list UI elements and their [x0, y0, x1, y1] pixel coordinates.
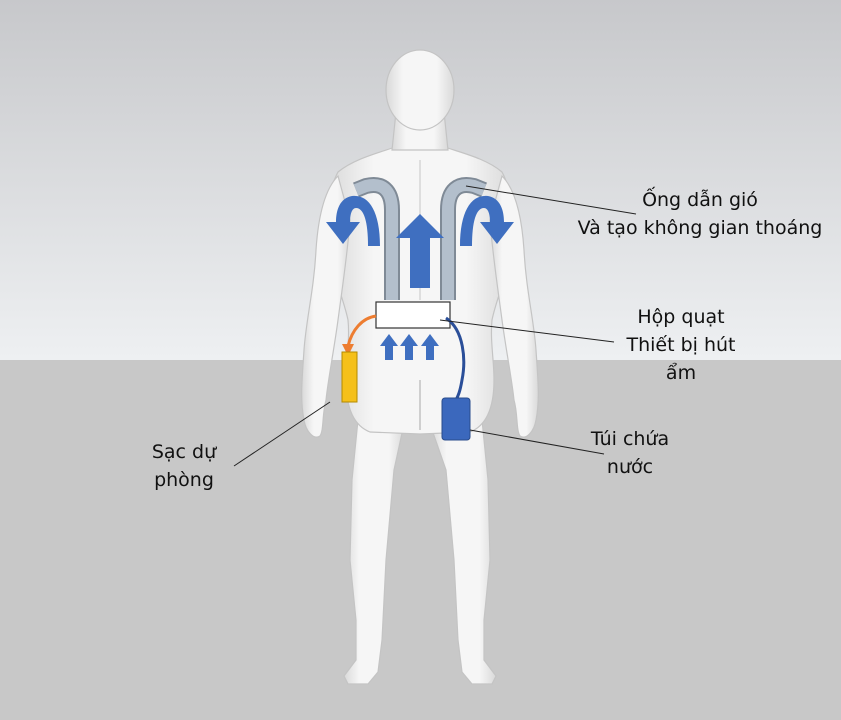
right-leg	[429, 419, 497, 685]
air-ducts	[353, 177, 487, 300]
leader-power-bank	[233, 401, 331, 467]
label-water-bag-line1: Túi chứa	[590, 428, 670, 450]
leader-lines	[233, 185, 637, 467]
label-water-bag-line2: nước	[606, 456, 654, 478]
power-cable	[346, 314, 377, 347]
left-leg	[343, 419, 405, 685]
right-arm	[489, 174, 539, 438]
leader-water-bag	[469, 429, 605, 455]
intake-arrow-3	[421, 334, 439, 360]
label-power-bank-line1: Sạc dự	[151, 441, 217, 463]
right-curved-arrow	[460, 195, 514, 246]
leader-fan-box	[439, 319, 615, 343]
label-fan-box-line3: ẩm	[665, 362, 697, 384]
water-hose	[445, 316, 466, 401]
label-power-bank-line2: phòng	[154, 469, 214, 491]
power-bank	[341, 351, 358, 403]
label-fan-box-line2: Thiết bị hút	[626, 334, 736, 356]
label-air-duct-line1: Ống dẫn gió	[642, 189, 758, 211]
left-duct	[353, 179, 398, 300]
power-cable-arrowhead	[342, 344, 354, 356]
leader-duct	[465, 185, 637, 215]
right-duct	[442, 179, 487, 300]
label-power-bank: Sạc dự phòng	[124, 438, 244, 494]
fan-box	[375, 301, 451, 329]
left-arm	[301, 174, 351, 438]
intake-arrow-1	[380, 334, 398, 360]
center-up-arrow	[396, 214, 444, 288]
shoulder-airflow-arrows	[326, 195, 514, 246]
label-air-duct: Ống dẫn gió Và tạo không gian thoáng	[560, 186, 840, 242]
left-curved-arrow	[326, 195, 380, 246]
water-bag	[441, 397, 471, 441]
intake-arrows	[380, 334, 439, 360]
intake-arrow-2	[400, 334, 418, 360]
label-air-duct-line2: Và tạo không gian thoáng	[577, 217, 823, 239]
label-fan-box: Hộp quạt Thiết bị hút ẩm	[596, 303, 766, 387]
label-water-bag: Túi chứa nước	[568, 425, 692, 481]
label-fan-box-line1: Hộp quạt	[637, 306, 725, 328]
head	[385, 49, 455, 131]
